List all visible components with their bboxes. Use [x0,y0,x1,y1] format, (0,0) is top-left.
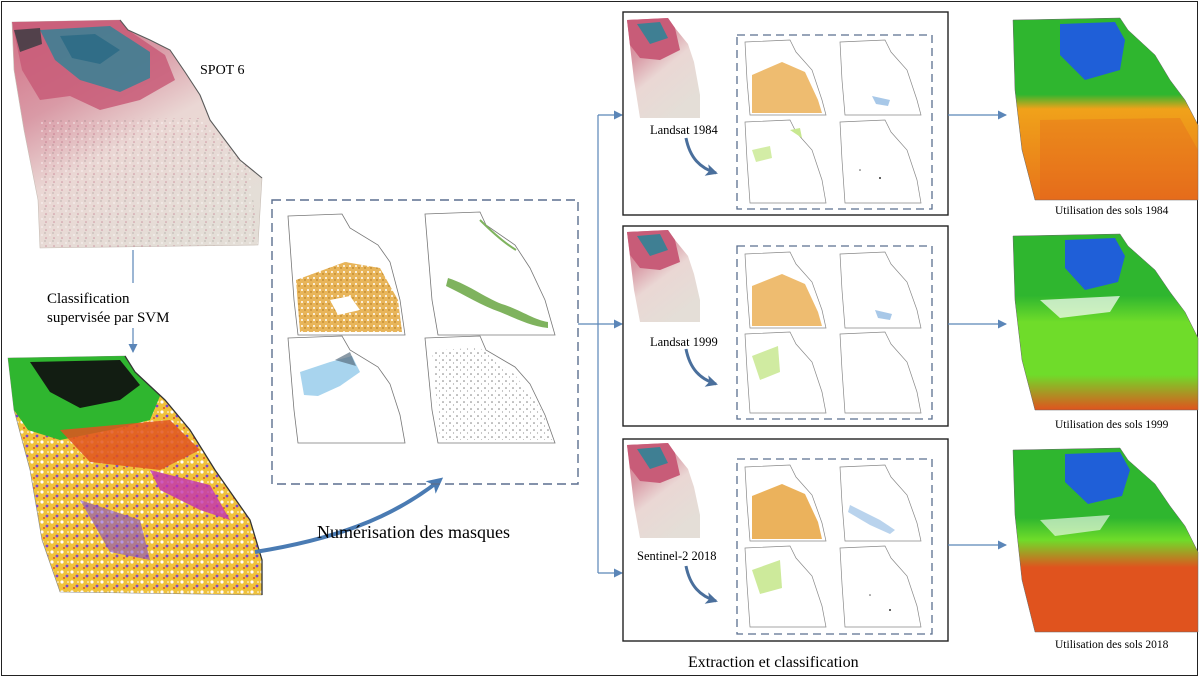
mask-scattered [424,335,556,444]
mask-riparian [424,211,556,336]
spot6-image [11,19,263,249]
spot6-title: SPOT 6 [200,63,244,78]
row-1999-output: Utilisation des sols 1999 [1055,419,1169,431]
row-1984 [622,11,1199,216]
row-1984-output: Utilisation des sols 1984 [1055,205,1169,217]
row-2018 [622,438,1199,642]
classification-label-line2: supervisée par SVM [47,310,169,326]
digitization-label: Numérisation des masques [317,522,510,542]
row-1999 [622,225,1199,427]
classification-label-line1: Classification [47,291,130,307]
extraction-label: Extraction et classification [688,654,859,671]
branch-connector [578,110,623,578]
row-2018-sensor: Sentinel-2 2018 [637,549,717,563]
digitized-masks-box [271,199,579,485]
mask-water [287,335,406,444]
row-2018-output: Utilisation des sols 2018 [1055,639,1169,651]
to-digitization-arrow [254,477,444,554]
svm-classification-map [7,355,263,596]
mask-cropland [287,213,406,336]
row-1999-sensor: Landsat 1999 [650,335,718,349]
row-1984-sensor: Landsat 1984 [650,123,718,137]
